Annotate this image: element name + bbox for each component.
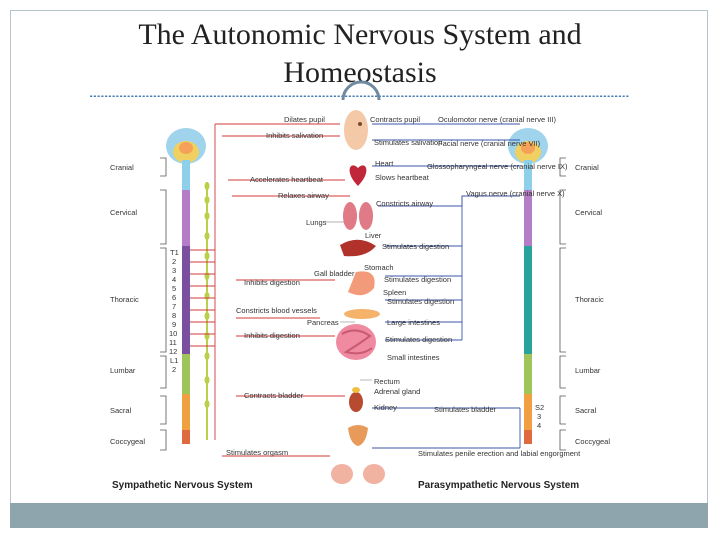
right-region-cranial: Cranial: [575, 163, 599, 172]
left-region-coccygeal: Coccygeal: [110, 437, 145, 446]
bladder-icon: [348, 425, 368, 446]
stomach-icon: [348, 271, 375, 296]
head-icon: [344, 110, 368, 150]
vertebra-label: 3: [172, 266, 176, 275]
vertebra-label: 2: [172, 257, 176, 266]
caption-sympathetic: Sympathetic Nervous System: [112, 480, 253, 491]
nerve-facial: Facial nerve (cranial nerve VII): [438, 139, 541, 148]
right-region-coccygeal: Coccygeal: [575, 437, 610, 446]
title-line-1: The Autonomic Nervous System and: [138, 18, 582, 51]
para-effect-constricts-airway: Constricts airway: [376, 199, 433, 208]
right-region-thoracic: Thoracic: [575, 295, 604, 304]
para-effect-stim-digestion-2: Stimulates digestion: [384, 275, 451, 284]
right-spinal-cord: [524, 160, 532, 444]
nerve-oculomotor: Oculomotor nerve (cranial nerve III): [438, 115, 556, 124]
para-effect-stim-bladder: Stimulates bladder: [434, 405, 497, 414]
left-region-brackets: [160, 157, 167, 451]
sacral-label: S2: [535, 403, 544, 412]
right-region-cervical: Cervical: [575, 208, 602, 217]
right-brain-icon: [508, 128, 548, 164]
organ-lungs: Lungs: [306, 218, 327, 227]
sacral-label: 4: [537, 421, 541, 430]
footer-bar: [10, 503, 708, 528]
vertebra-numbers: T1 2 3 4 5 6 7 8 9 10 11 12 L1 2: [169, 248, 179, 374]
para-effect-salivation-text: Stimulates salivation: [374, 138, 442, 147]
symp-effect-constricts-vessels: Constricts blood vessels: [236, 306, 317, 315]
pancreas-icon: [344, 309, 380, 319]
para-effect-erection: Stimulates penile erection and labial en…: [418, 449, 581, 458]
left-region-cranial: Cranial: [110, 163, 134, 172]
slide-title: The Autonomic Nervous System and Homeost…: [0, 16, 720, 92]
genitals-icon: [331, 464, 385, 484]
left-spinal-cord: [182, 160, 190, 444]
kidney-icon: [349, 387, 363, 412]
organ-stomach: Stomach: [364, 263, 394, 272]
organ-small-intestines: Small intestines: [387, 353, 440, 362]
organ-heart: Heart: [375, 159, 394, 168]
organ-pancreas: Pancreas: [307, 318, 339, 327]
right-region-brackets: [559, 157, 566, 451]
nerve-glossopharyngeal: Glossopharyngeal nerve (cranial nerve IX…: [427, 162, 568, 171]
symp-effect-relaxes-airway: Relaxes airway: [278, 191, 329, 200]
vertebra-label: 4: [172, 275, 176, 284]
right-region-sacral: Sacral: [575, 406, 597, 415]
symp-effect-dilates-pupil: Dilates pupil: [284, 115, 325, 124]
organ-gall-bladder: Gall bladder: [314, 269, 355, 278]
vertebra-label: 2: [172, 365, 176, 374]
symp-effect-inhibits-digestion-2: Inhibits digestion: [244, 331, 300, 340]
vertebra-label: 5: [172, 284, 176, 293]
vertebra-label: 7: [172, 302, 176, 311]
organ-liver: Liver: [365, 231, 382, 240]
symp-effect-inhibits-digestion: Inhibits digestion: [244, 278, 300, 287]
organ-kidney: Kidney: [374, 403, 397, 412]
left-brain-icon: [166, 128, 206, 164]
left-region-cervical: Cervical: [110, 208, 137, 217]
para-effect-stim-digestion-3: Stimulates digestion: [387, 297, 454, 306]
vertebra-label: 9: [172, 320, 176, 329]
caption-parasympathetic: Parasympathetic Nervous System: [418, 480, 579, 491]
para-effect-stim-digestion-4: Stimulates digestion: [385, 335, 452, 344]
vertebra-label: 6: [172, 293, 176, 302]
para-effect-slows-heartbeat: Slows heartbeat: [375, 173, 430, 182]
sacral-label: 3: [537, 412, 541, 421]
sympathetic-chain: [204, 182, 210, 440]
symp-effect-orgasm: Stimulates orgasm: [226, 448, 288, 457]
para-effect-stim-digestion-1: Stimulates digestion: [382, 242, 449, 251]
liver-icon: [340, 239, 376, 257]
para-effect-salivation: Stimulates salivation: [374, 138, 442, 147]
left-region-sacral: Sacral: [110, 406, 132, 415]
heart-icon: [349, 165, 367, 186]
symp-effect-contracts-bladder: Contracts bladder: [244, 391, 304, 400]
para-effect-contracts-pupil: Contracts pupil: [370, 115, 420, 124]
symp-effect-inhibits-salivation: Inhibits salivation: [266, 131, 323, 140]
organ-spleen: Spleen: [383, 288, 406, 297]
vertebra-label: 12: [169, 347, 177, 356]
vertebra-label: 8: [172, 311, 176, 320]
intestines-icon: [336, 324, 376, 360]
organ-large-intestines: Large intestines: [387, 318, 440, 327]
organ-adrenal-gland: Adrenal gland: [374, 387, 420, 396]
symp-effect-heartbeat: Accelerates heartbeat: [250, 175, 324, 184]
decorative-divider: [90, 95, 630, 97]
title-ornament: [341, 80, 381, 101]
lungs-icon: [343, 202, 373, 230]
vertebra-label: 11: [169, 338, 177, 347]
organ-rectum: Rectum: [374, 377, 400, 386]
vertebra-label: 10: [169, 329, 177, 338]
sacral-numbers: S2 3 4: [535, 403, 544, 430]
right-region-lumbar: Lumbar: [575, 366, 601, 375]
left-region-lumbar: Lumbar: [110, 366, 136, 375]
parasympathetic-fibers: [372, 123, 521, 449]
sympathetic-fibers: [190, 123, 350, 457]
vertebra-label: T1: [170, 248, 179, 257]
left-region-thoracic: Thoracic: [110, 295, 139, 304]
nerve-vagus: Vagus nerve (cranial nerve X): [466, 189, 565, 198]
vertebra-label: L1: [170, 356, 178, 365]
